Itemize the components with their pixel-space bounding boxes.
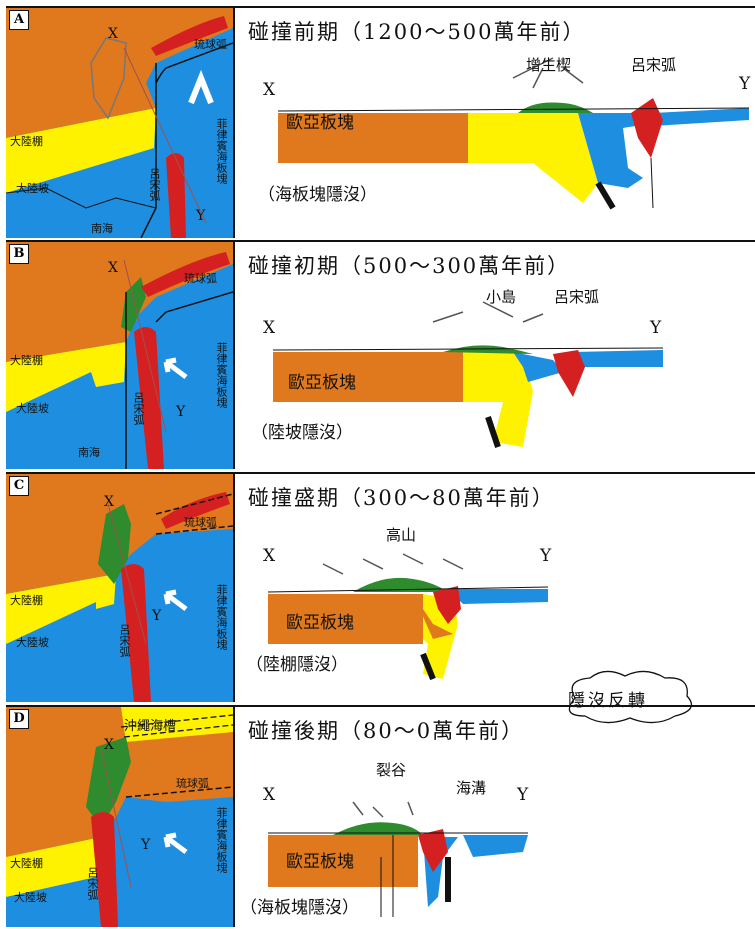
map-luzon-label: 呂宋弧 [132, 392, 145, 425]
map-luzon-label: 呂宋弧 [118, 624, 131, 657]
plate-label: 歐亞板塊 [286, 852, 354, 872]
feature-label-1: 增生楔 [526, 56, 572, 74]
section-y-label: Y [517, 785, 529, 805]
map-ryukyu-label: 琉球弧 [184, 516, 217, 529]
subduction-label: （陸坡隱沒） [251, 423, 353, 443]
feature-label-1: 裂谷 [376, 761, 407, 779]
panel-d: D X Y 沖繩海槽 琉球弧 大陸棚 大陸坡 呂宋弧 菲律賓海板塊 碰撞後期（8… [6, 705, 755, 927]
map-scs-label: 南海 [91, 222, 113, 235]
map-shelf-label: 大陸棚 [10, 354, 43, 367]
plate-label: 歐亞板塊 [286, 613, 354, 633]
map-b: B X Y 琉球弧 大陸棚 大陸坡 南海 呂宋弧 菲律賓海板塊 [6, 242, 235, 469]
panel-letter: A [9, 10, 29, 30]
map-ryukyu-label: 琉球弧 [176, 777, 209, 790]
subduction-label: （海板塊隱沒） [240, 898, 359, 918]
map-c-graphic [6, 474, 233, 702]
map-a: A X Y 琉球弧 大陸棚 大陸坡 南海 呂宋弧 菲律賓海板塊 [6, 8, 235, 238]
map-b-graphic [6, 242, 233, 469]
feature-label-2: 海溝 [456, 779, 487, 797]
map-shelf-label: 大陸棚 [10, 594, 43, 607]
feature-label-2: 呂宋弧 [554, 288, 600, 306]
map-slope-label: 大陸坡 [14, 891, 47, 904]
section-y-label: Y [650, 318, 662, 338]
map-x-label: X [108, 260, 118, 276]
map-y-label: Y [141, 837, 151, 853]
plate-label: 歐亞板塊 [288, 373, 356, 393]
panel-title: 碰撞盛期（300～80萬年前） [248, 486, 555, 510]
map-shelf-label: 大陸棚 [10, 857, 43, 870]
panel-a: A X Y 琉球弧 大陸棚 大陸坡 南海 呂宋弧 菲律賓海板塊 碰撞前期（120… [6, 6, 755, 238]
feature-label-2: 呂宋弧 [631, 56, 677, 74]
map-ryukyu-label: 琉球弧 [194, 38, 227, 51]
section-y-label: Y [739, 74, 751, 94]
cross-section-c [267, 553, 549, 681]
panel-letter: C [9, 476, 29, 496]
feature-label-1: 高山 [386, 526, 417, 544]
map-luzon-label: 呂宋弧 [86, 867, 99, 900]
section-x-label: X [263, 80, 276, 100]
map-y-label: Y [176, 404, 186, 420]
map-y-label: Y [152, 608, 162, 624]
section-x-label: X [263, 785, 276, 805]
map-d: D X Y 沖繩海槽 琉球弧 大陸棚 大陸坡 呂宋弧 菲律賓海板塊 [6, 707, 235, 927]
map-x-label: X [108, 26, 118, 42]
map-shelf-label: 大陸棚 [10, 135, 43, 148]
panel-b: B X Y 琉球弧 大陸棚 大陸坡 南海 呂宋弧 菲律賓海板塊 碰撞初期（500… [6, 240, 755, 469]
map-ryukyu-label: 琉球弧 [184, 272, 217, 285]
map-a-graphic [6, 8, 233, 238]
map-philippine-label: 菲律賓海板塊 [215, 807, 228, 873]
map-slope-label: 大陸坡 [16, 636, 49, 649]
section-x-label: X [263, 546, 276, 566]
cross-section-b [272, 301, 664, 448]
map-slope-label: 大陸坡 [16, 402, 49, 415]
panel-title: 碰撞初期（500～300萬年前） [248, 254, 571, 278]
subduction-label: （海板塊隱沒） [258, 185, 377, 205]
panel-c: C X Y 琉球弧 大陸棚 大陸坡 呂宋弧 菲律賓海板塊 碰撞盛期（300～80… [6, 472, 755, 702]
section-x-label: X [263, 318, 276, 338]
map-philippine-label: 菲律賓海板塊 [215, 342, 228, 408]
map-y-label: Y [196, 208, 206, 224]
map-philippine-label: 菲律賓海板塊 [215, 118, 228, 184]
panel-title: 碰撞後期（80～0萬年前） [248, 719, 525, 743]
map-scs-label: 南海 [78, 446, 100, 459]
subduction-flip-cloud [568, 670, 693, 724]
subduction-label: （陸棚隱沒） [246, 655, 348, 675]
map-d-graphic [6, 707, 233, 927]
map-philippine-label: 菲律賓海板塊 [215, 584, 228, 650]
map-x-label: X [104, 737, 114, 753]
panel-title: 碰撞前期（1200～500萬年前） [248, 20, 586, 44]
map-okinawa-label: 沖繩海槽 [124, 719, 177, 734]
section-y-label: Y [540, 546, 552, 566]
cross-section-a [277, 57, 750, 210]
panel-letter: B [9, 244, 29, 264]
panel-letter: D [9, 709, 29, 729]
feature-label-1: 小島 [486, 288, 517, 306]
map-slope-label: 大陸坡 [16, 182, 49, 195]
map-c: C X Y 琉球弧 大陸棚 大陸坡 呂宋弧 菲律賓海板塊 [6, 474, 235, 702]
map-x-label: X [104, 494, 114, 510]
plate-label: 歐亞板塊 [286, 113, 354, 133]
map-luzon-label: 呂宋弧 [148, 168, 161, 201]
cross-section-d [268, 801, 528, 917]
